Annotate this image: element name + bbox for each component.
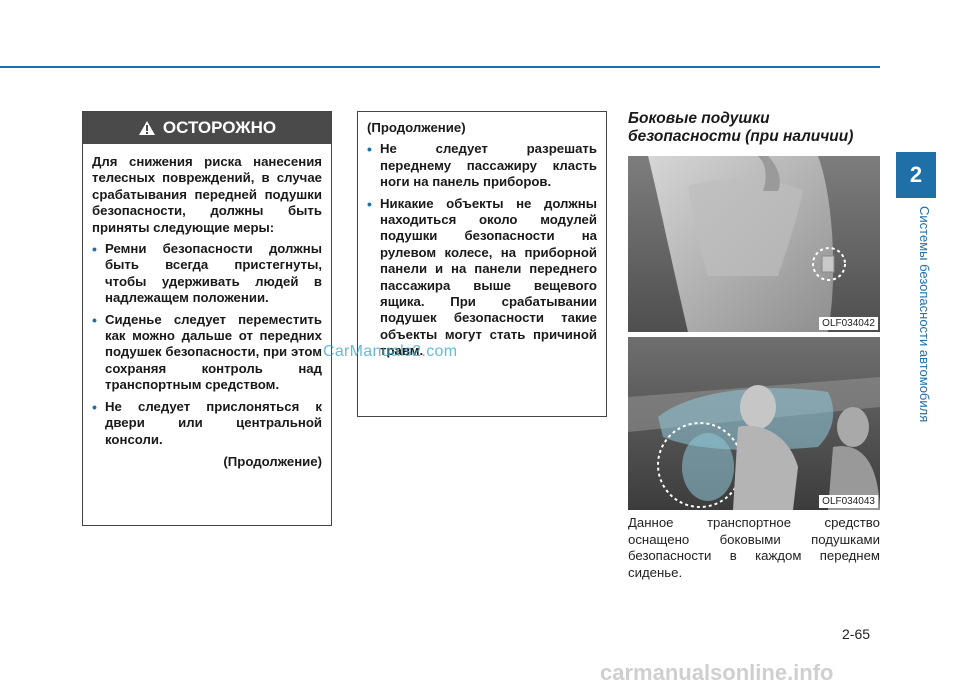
warning-bullet-text: Ремни безопасности должны быть всегда пр… <box>105 241 322 306</box>
chapter-title: Системы безопасности автомобиля <box>917 206 932 423</box>
page-number: 2-65 <box>842 626 871 642</box>
warning-bullet-text: Не следует прислоняться к двери или цент… <box>105 398 322 447</box>
deployed-airbag-illustration <box>628 337 880 510</box>
section-title-line2: безопасности (при наличии) <box>628 128 854 145</box>
seat-side-airbag-figure: OLF034042 <box>628 156 880 332</box>
chapter-badge: 2 <box>896 152 936 198</box>
warning-intro: Для снижения риска нанесения телесных по… <box>92 154 322 235</box>
warning-bullet: • Сиденье следует переместить как можно … <box>92 312 322 394</box>
continuation-bullet: • Не следует разрешать переднему пассажи… <box>367 141 597 190</box>
bullet-dot-icon: • <box>92 398 97 415</box>
section-title: Боковые подушки безопасности (при наличи… <box>628 110 880 146</box>
warning-triangle-icon <box>138 121 155 135</box>
top-rule <box>0 66 880 68</box>
side-airbag-deployed-figure: OLF034043 <box>628 337 880 510</box>
watermark-middle: CarManuals2.com <box>323 343 458 360</box>
bullet-dot-icon: • <box>92 241 97 258</box>
section-body: Данное транспортное средство оснащено бо… <box>628 515 880 580</box>
continuation-body: (Продолжение) • Не следует разрешать пер… <box>358 112 606 360</box>
warning-box: ОСТОРОЖНО Для снижения риска нанесения т… <box>82 111 332 526</box>
continuation-bullet: • Никакие объекты не должны находиться о… <box>367 196 597 360</box>
continuation-bullet-text: Никакие объекты не должны находиться око… <box>380 195 597 359</box>
warning-continued: (Продолжение) <box>223 453 322 469</box>
bullet-dot-icon: • <box>367 141 372 158</box>
warning-bullet: • Не следует прислоняться к двери или це… <box>92 399 322 448</box>
figure-code: OLF034043 <box>819 495 878 508</box>
section-title-line1: Боковые подушки <box>628 110 770 127</box>
continuation-bullet-text: Не следует разрешать переднему пассажиру… <box>380 141 597 190</box>
watermark-footer: carmanualsonline.info <box>600 660 834 685</box>
continuation-box: (Продолжение) • Не следует разрешать пер… <box>357 111 607 417</box>
warning-bullet: • Ремни безопасности должны быть всегда … <box>92 241 322 307</box>
warning-body: Для снижения риска нанесения телесных по… <box>83 144 331 470</box>
seat-illustration <box>628 156 880 332</box>
continuation-label: (Продолжение) <box>367 120 466 135</box>
bullet-dot-icon: • <box>367 195 372 212</box>
bullet-dot-icon: • <box>92 311 97 328</box>
warning-header: ОСТОРОЖНО <box>83 112 331 144</box>
warning-title: ОСТОРОЖНО <box>162 118 277 137</box>
figure-code: OLF034042 <box>819 317 878 330</box>
warning-bullet-text: Сиденье следует переместить как можно да… <box>105 311 322 393</box>
